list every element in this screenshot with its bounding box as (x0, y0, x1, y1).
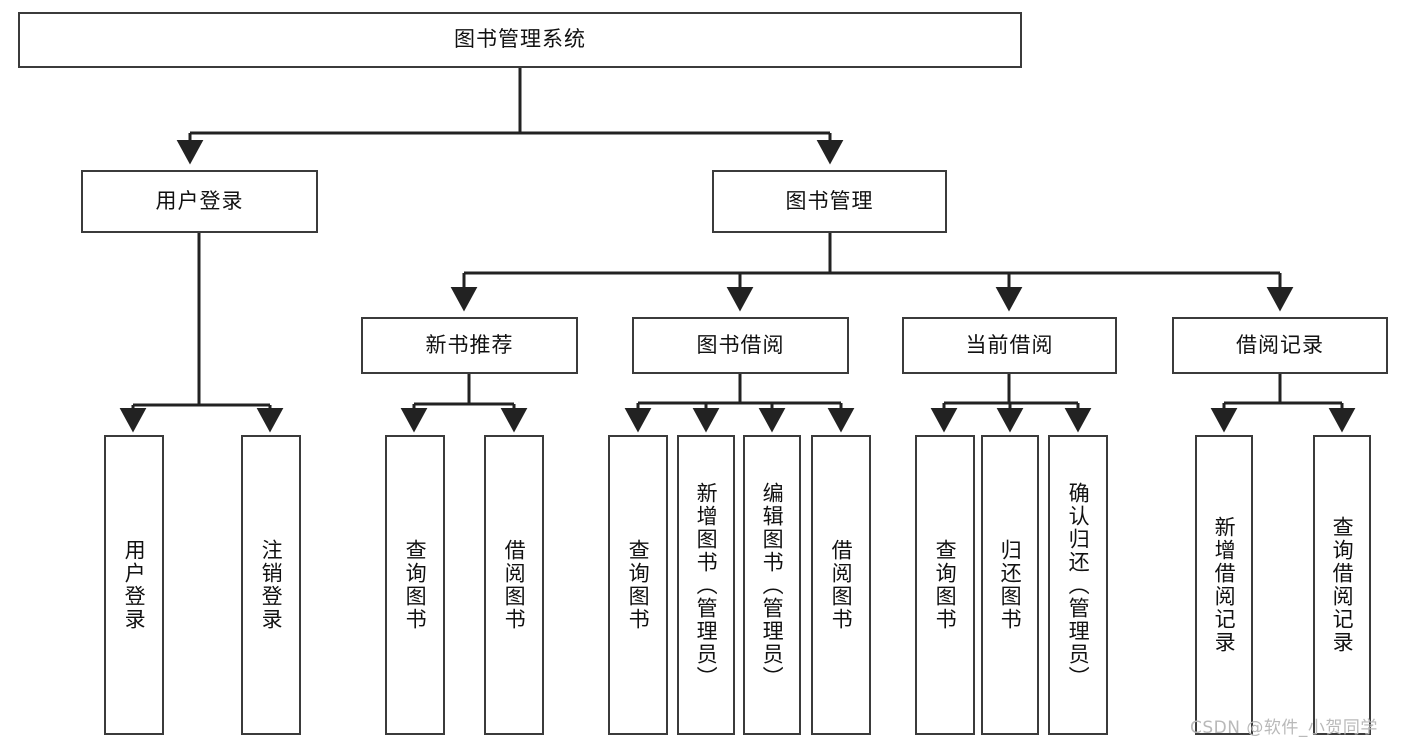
node-book-management-label: 图书管理 (785, 188, 874, 213)
node-new-book-recommendation-label: 新书推荐 (425, 332, 514, 357)
leaf-new-book-borrow-label: 借阅图书 (502, 539, 527, 631)
node-current-borrow-label: 当前借阅 (965, 332, 1054, 357)
leaf-user-login-login[interactable]: 用户登录 (104, 435, 164, 735)
node-new-book-recommendation[interactable]: 新书推荐 (361, 317, 578, 374)
leaf-borrow-query-book[interactable]: 查询图书 (608, 435, 668, 735)
leaf-record-query[interactable]: 查询借阅记录 (1313, 435, 1371, 735)
node-user-login[interactable]: 用户登录 (81, 170, 318, 233)
leaf-new-book-borrow[interactable]: 借阅图书 (484, 435, 544, 735)
leaf-current-return-book[interactable]: 归还图书 (981, 435, 1039, 735)
node-root-label: 图书管理系统 (454, 27, 586, 52)
leaf-borrow-edit-book-admin-label: 编辑图书（管理员） (760, 481, 785, 689)
node-current-borrow[interactable]: 当前借阅 (902, 317, 1117, 374)
node-book-management[interactable]: 图书管理 (712, 170, 947, 233)
leaf-borrow-add-book-admin[interactable]: 新增图书（管理员） (677, 435, 735, 735)
leaf-current-query-book[interactable]: 查询图书 (915, 435, 975, 735)
leaf-borrow-query-book-label: 查询图书 (626, 539, 651, 631)
csdn-watermark: CSDN @软件_小贺同学 (1190, 718, 1378, 738)
leaf-current-query-book-label: 查询图书 (933, 539, 958, 631)
leaf-user-login-logout[interactable]: 注销登录 (241, 435, 301, 735)
leaf-user-login-logout-label: 注销登录 (259, 539, 284, 631)
leaf-user-login-login-label: 用户登录 (122, 539, 147, 631)
leaf-new-book-query-label: 查询图书 (403, 539, 428, 631)
leaf-record-add-label: 新增借阅记录 (1212, 516, 1237, 654)
leaf-current-return-book-label: 归还图书 (998, 539, 1023, 631)
leaf-borrow-edit-book-admin[interactable]: 编辑图书（管理员） (743, 435, 801, 735)
node-borrow-record[interactable]: 借阅记录 (1172, 317, 1388, 374)
leaf-record-add[interactable]: 新增借阅记录 (1195, 435, 1253, 735)
leaf-borrow-borrow-book-label: 借阅图书 (829, 539, 854, 631)
leaf-new-book-query[interactable]: 查询图书 (385, 435, 445, 735)
node-root[interactable]: 图书管理系统 (18, 12, 1022, 68)
node-borrow-record-label: 借阅记录 (1236, 332, 1324, 357)
leaf-record-query-label: 查询借阅记录 (1330, 516, 1355, 654)
leaf-current-confirm-return-admin-label: 确认归还（管理员） (1066, 481, 1091, 689)
leaf-borrow-add-book-admin-label: 新增图书（管理员） (694, 481, 719, 689)
node-user-login-label: 用户登录 (155, 188, 244, 213)
node-book-borrow[interactable]: 图书借阅 (632, 317, 849, 374)
leaf-current-confirm-return-admin[interactable]: 确认归还（管理员） (1048, 435, 1108, 735)
node-book-borrow-label: 图书借阅 (696, 332, 785, 357)
leaf-borrow-borrow-book[interactable]: 借阅图书 (811, 435, 871, 735)
